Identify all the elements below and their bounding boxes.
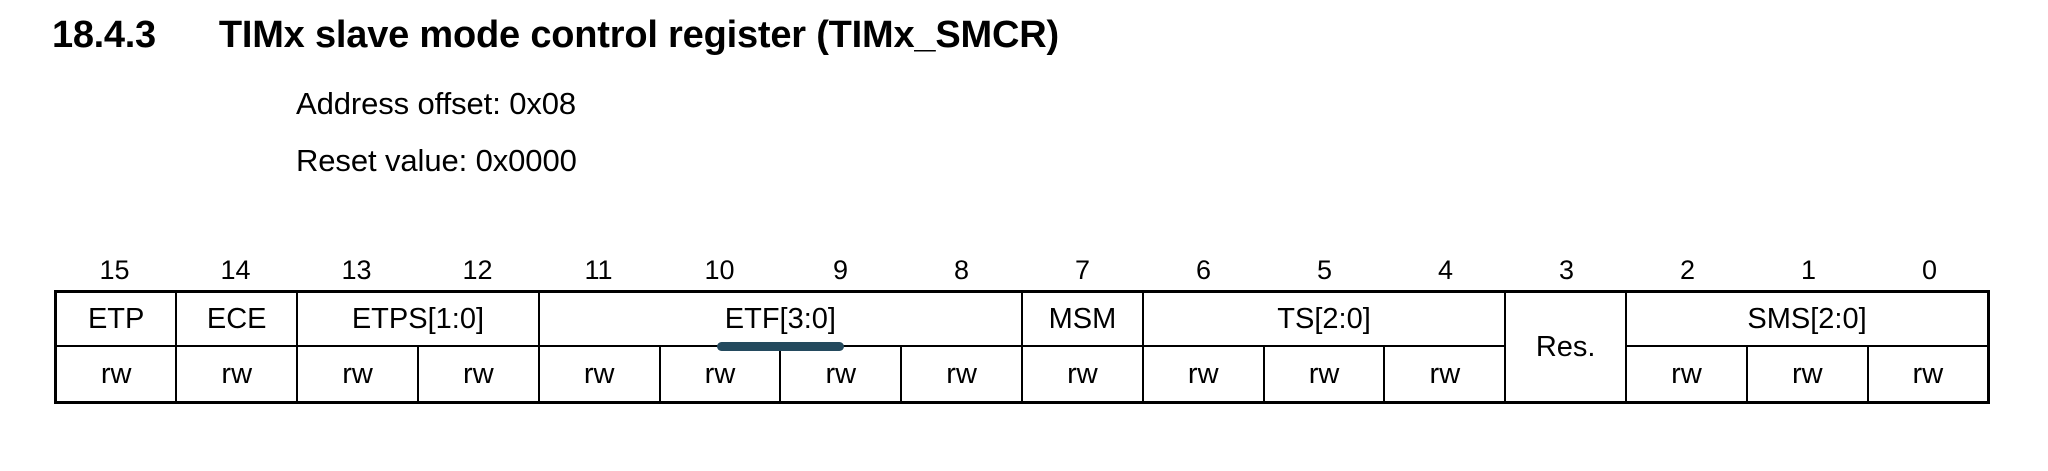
access-cell: rw [900,345,1023,404]
field-cell-etf30: ETF[3:0] [537,290,1024,351]
field-cell-res: Res. [1504,290,1628,404]
field-cell-sms20: SMS[2:0] [1625,290,1990,347]
field-label: ETPS[1:0] [351,302,485,335]
field-cell-ece: ECE [175,290,299,347]
access-cell: rw [1383,345,1507,404]
field-name-row: ETP ECE ETPS[1:0] ETF[3:0] MSM TS[2:0] Res. SMS… [54,290,1990,404]
access-cell: rw [658,345,782,404]
bit-number-12: 12 [462,254,493,285]
bit-number-11: 11 [584,254,613,285]
reset-value-line: Reset value: 0x0000 [296,143,577,178]
access-cell: rw [1021,345,1144,404]
bit-number-1: 1 [1800,254,1817,285]
bit-number-7: 7 [1074,254,1091,285]
bit-number-2: 2 [1679,254,1696,285]
bit-number-0: 0 [1921,254,1938,285]
access-cell: rw [1262,345,1386,404]
field-cell-etp: ETP [54,290,178,347]
field-label: TS[2:0] [1277,302,1371,335]
access-cell: rw [1745,345,1869,404]
bit-number-6: 6 [1195,254,1212,285]
field-label: ECE [206,302,267,335]
access-cell: rw [296,345,419,404]
bit-number-9: 9 [832,254,849,285]
access-cell: rw [175,345,299,404]
page-title: TIMx slave mode control register (TIMx_S… [218,14,1059,56]
section-heading: 18.4.3 TIMx slave mode control register … [52,14,1059,57]
bit-number-3: 3 [1558,254,1575,285]
access-cell: rw [1625,345,1748,404]
field-label: ETF[3:0] [716,302,845,351]
field-label: SMS[2:0] [1747,302,1867,335]
field-cell-etps10: ETPS[1:0] [296,290,540,347]
address-offset-line: Address offset: 0x08 [296,86,577,121]
access-cell: rw [54,345,178,404]
field-label: Res. [1535,330,1596,363]
register-table: ETP ECE ETPS[1:0] ETF[3:0] MSM TS[2:0] Res. SMS… [54,290,1990,404]
access-cell: rw [416,345,540,404]
bit-number-13: 13 [341,254,372,285]
bit-number-14: 14 [220,254,251,285]
access-cell: rw [537,345,661,404]
bit-number-8: 8 [953,254,970,285]
bit-number-15: 15 [99,254,130,285]
section-number: 18.4.3 [52,14,156,56]
access-cell: rw [779,345,903,404]
field-label: ETP [87,302,145,335]
field-cell-msm: MSM [1021,290,1144,347]
bit-number-5: 5 [1316,254,1333,285]
access-cell: rw [1866,345,1990,404]
bit-number-10: 10 [704,254,735,285]
field-label: MSM [1048,302,1117,335]
field-cell-ts20: TS[2:0] [1141,290,1507,347]
access-cell: rw [1141,345,1265,404]
bit-number-4: 4 [1437,254,1454,285]
